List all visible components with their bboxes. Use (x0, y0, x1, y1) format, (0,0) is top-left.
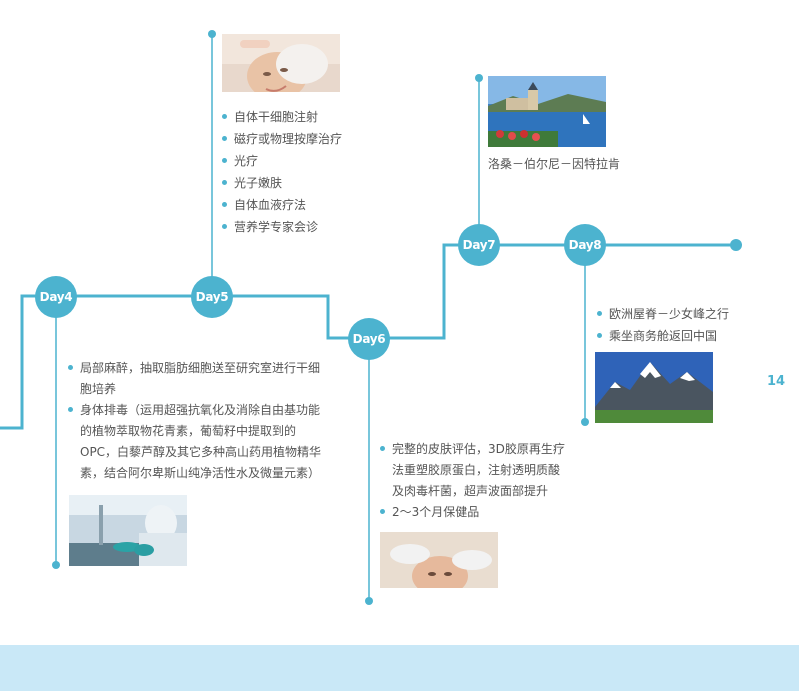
day5-item: 磁疗或物理按摩治疗 (222, 128, 342, 150)
day5-marker: Day5 (191, 276, 233, 318)
day5-item: 自体干细胞注射 (222, 106, 342, 128)
day7-label: Day7 (462, 238, 496, 252)
day4-label: Day4 (39, 290, 73, 304)
mountain-photo (595, 352, 713, 423)
day5-item: 光子嫩肤 (222, 172, 342, 194)
day7-marker: Day7 (458, 224, 500, 266)
page-number: 14 (767, 374, 786, 389)
day4-item: 身体排毒（运用超强抗氧化及消除自由基功能的植物萃取物花青素，葡萄籽中提取到的OP… (68, 400, 324, 484)
day6-item: 2～3个月保健品 (380, 502, 568, 523)
day5-item-list: 自体干细胞注射 磁疗或物理按摩治疗 光疗 光子嫩肤 自体血液疗法 营养学专家会诊 (222, 106, 342, 238)
lake-castle-photo (488, 76, 606, 147)
day6-marker: Day6 (348, 318, 390, 360)
face-massage-photo (380, 532, 498, 603)
day8-marker: Day8 (564, 224, 606, 266)
day4-item-list: 局部麻醉，抽取脂肪细胞送至研究室进行干细胞培养 身体排毒（运用超强抗氧化及消除自… (68, 358, 324, 484)
day4-marker: Day4 (35, 276, 77, 318)
day5-label: Day5 (195, 290, 229, 304)
day8-item-list: 欧洲屋脊－少女峰之行 乘坐商务舱返回中国 (597, 303, 729, 347)
day5-item: 营养学专家会诊 (222, 216, 342, 238)
footer-band (0, 645, 799, 691)
day8-item: 乘坐商务舱返回中国 (597, 325, 729, 347)
day6-item-list: 完整的皮肤评估，3D胶原再生疗法重塑胶原蛋白，注射透明质酸及肉毒杆菌，超声波面部… (380, 439, 568, 523)
day4-item: 局部麻醉，抽取脂肪细胞送至研究室进行干细胞培养 (68, 358, 324, 400)
day8-item: 欧洲屋脊－少女峰之行 (597, 303, 729, 325)
lab-photo (69, 495, 187, 566)
day8-label: Day8 (568, 238, 602, 252)
day5-item: 自体血液疗法 (222, 194, 342, 216)
day6-label: Day6 (352, 332, 386, 346)
day6-item: 完整的皮肤评估，3D胶原再生疗法重塑胶原蛋白，注射透明质酸及肉毒杆菌，超声波面部… (380, 439, 568, 502)
day5-item: 光疗 (222, 150, 342, 172)
day7-caption: 洛桑－伯尔尼－因特拉肯 (488, 157, 621, 171)
facial-treatment-photo (222, 34, 340, 105)
